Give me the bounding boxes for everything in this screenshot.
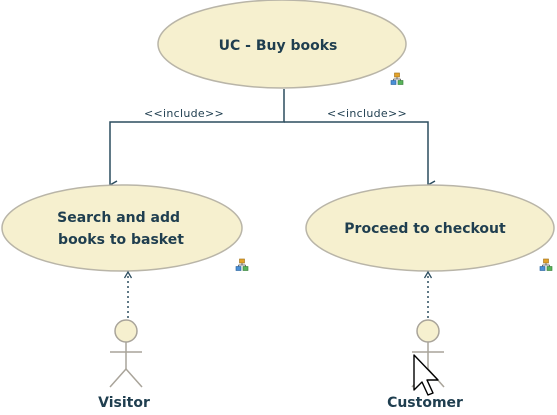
use-case-search-line-1: Search and add xyxy=(57,210,180,226)
include-connector-left[interactable] xyxy=(108,89,285,190)
actor-visitor-head xyxy=(114,319,138,343)
use-case-search-label: Search and add books to basket xyxy=(57,210,185,248)
use-case-buy-books-line: UC - Buy books xyxy=(219,38,338,54)
diagram-link-icon[interactable] xyxy=(390,72,404,85)
use-case-search-add-books[interactable]: Search and add books to basket xyxy=(1,184,249,272)
actor-visitor[interactable]: Visitor xyxy=(98,319,150,411)
use-case-checkout-label: Proceed to checkout xyxy=(344,221,506,237)
use-case-buy-books[interactable]: UC - Buy books xyxy=(157,0,407,89)
use-case-proceed-checkout[interactable]: Proceed to checkout xyxy=(305,184,555,272)
include-connector-right[interactable] xyxy=(284,121,436,190)
association-customer[interactable] xyxy=(423,270,433,318)
include-label-right: <<include>> xyxy=(327,107,407,120)
actor-visitor-label: Visitor xyxy=(98,395,150,411)
use-case-buy-books-label: UC - Buy books xyxy=(219,38,338,54)
use-case-search-line-2: books to basket xyxy=(58,232,184,248)
actor-customer-head xyxy=(416,319,440,343)
association-visitor[interactable] xyxy=(123,270,133,318)
actor-customer-label: Customer xyxy=(387,395,463,411)
diagram-link-icon[interactable] xyxy=(539,258,553,271)
use-case-checkout-line: Proceed to checkout xyxy=(344,221,506,237)
diagram-link-icon[interactable] xyxy=(235,258,249,271)
mouse-pointer-icon xyxy=(413,354,439,396)
include-label-left: <<include>> xyxy=(144,107,224,120)
